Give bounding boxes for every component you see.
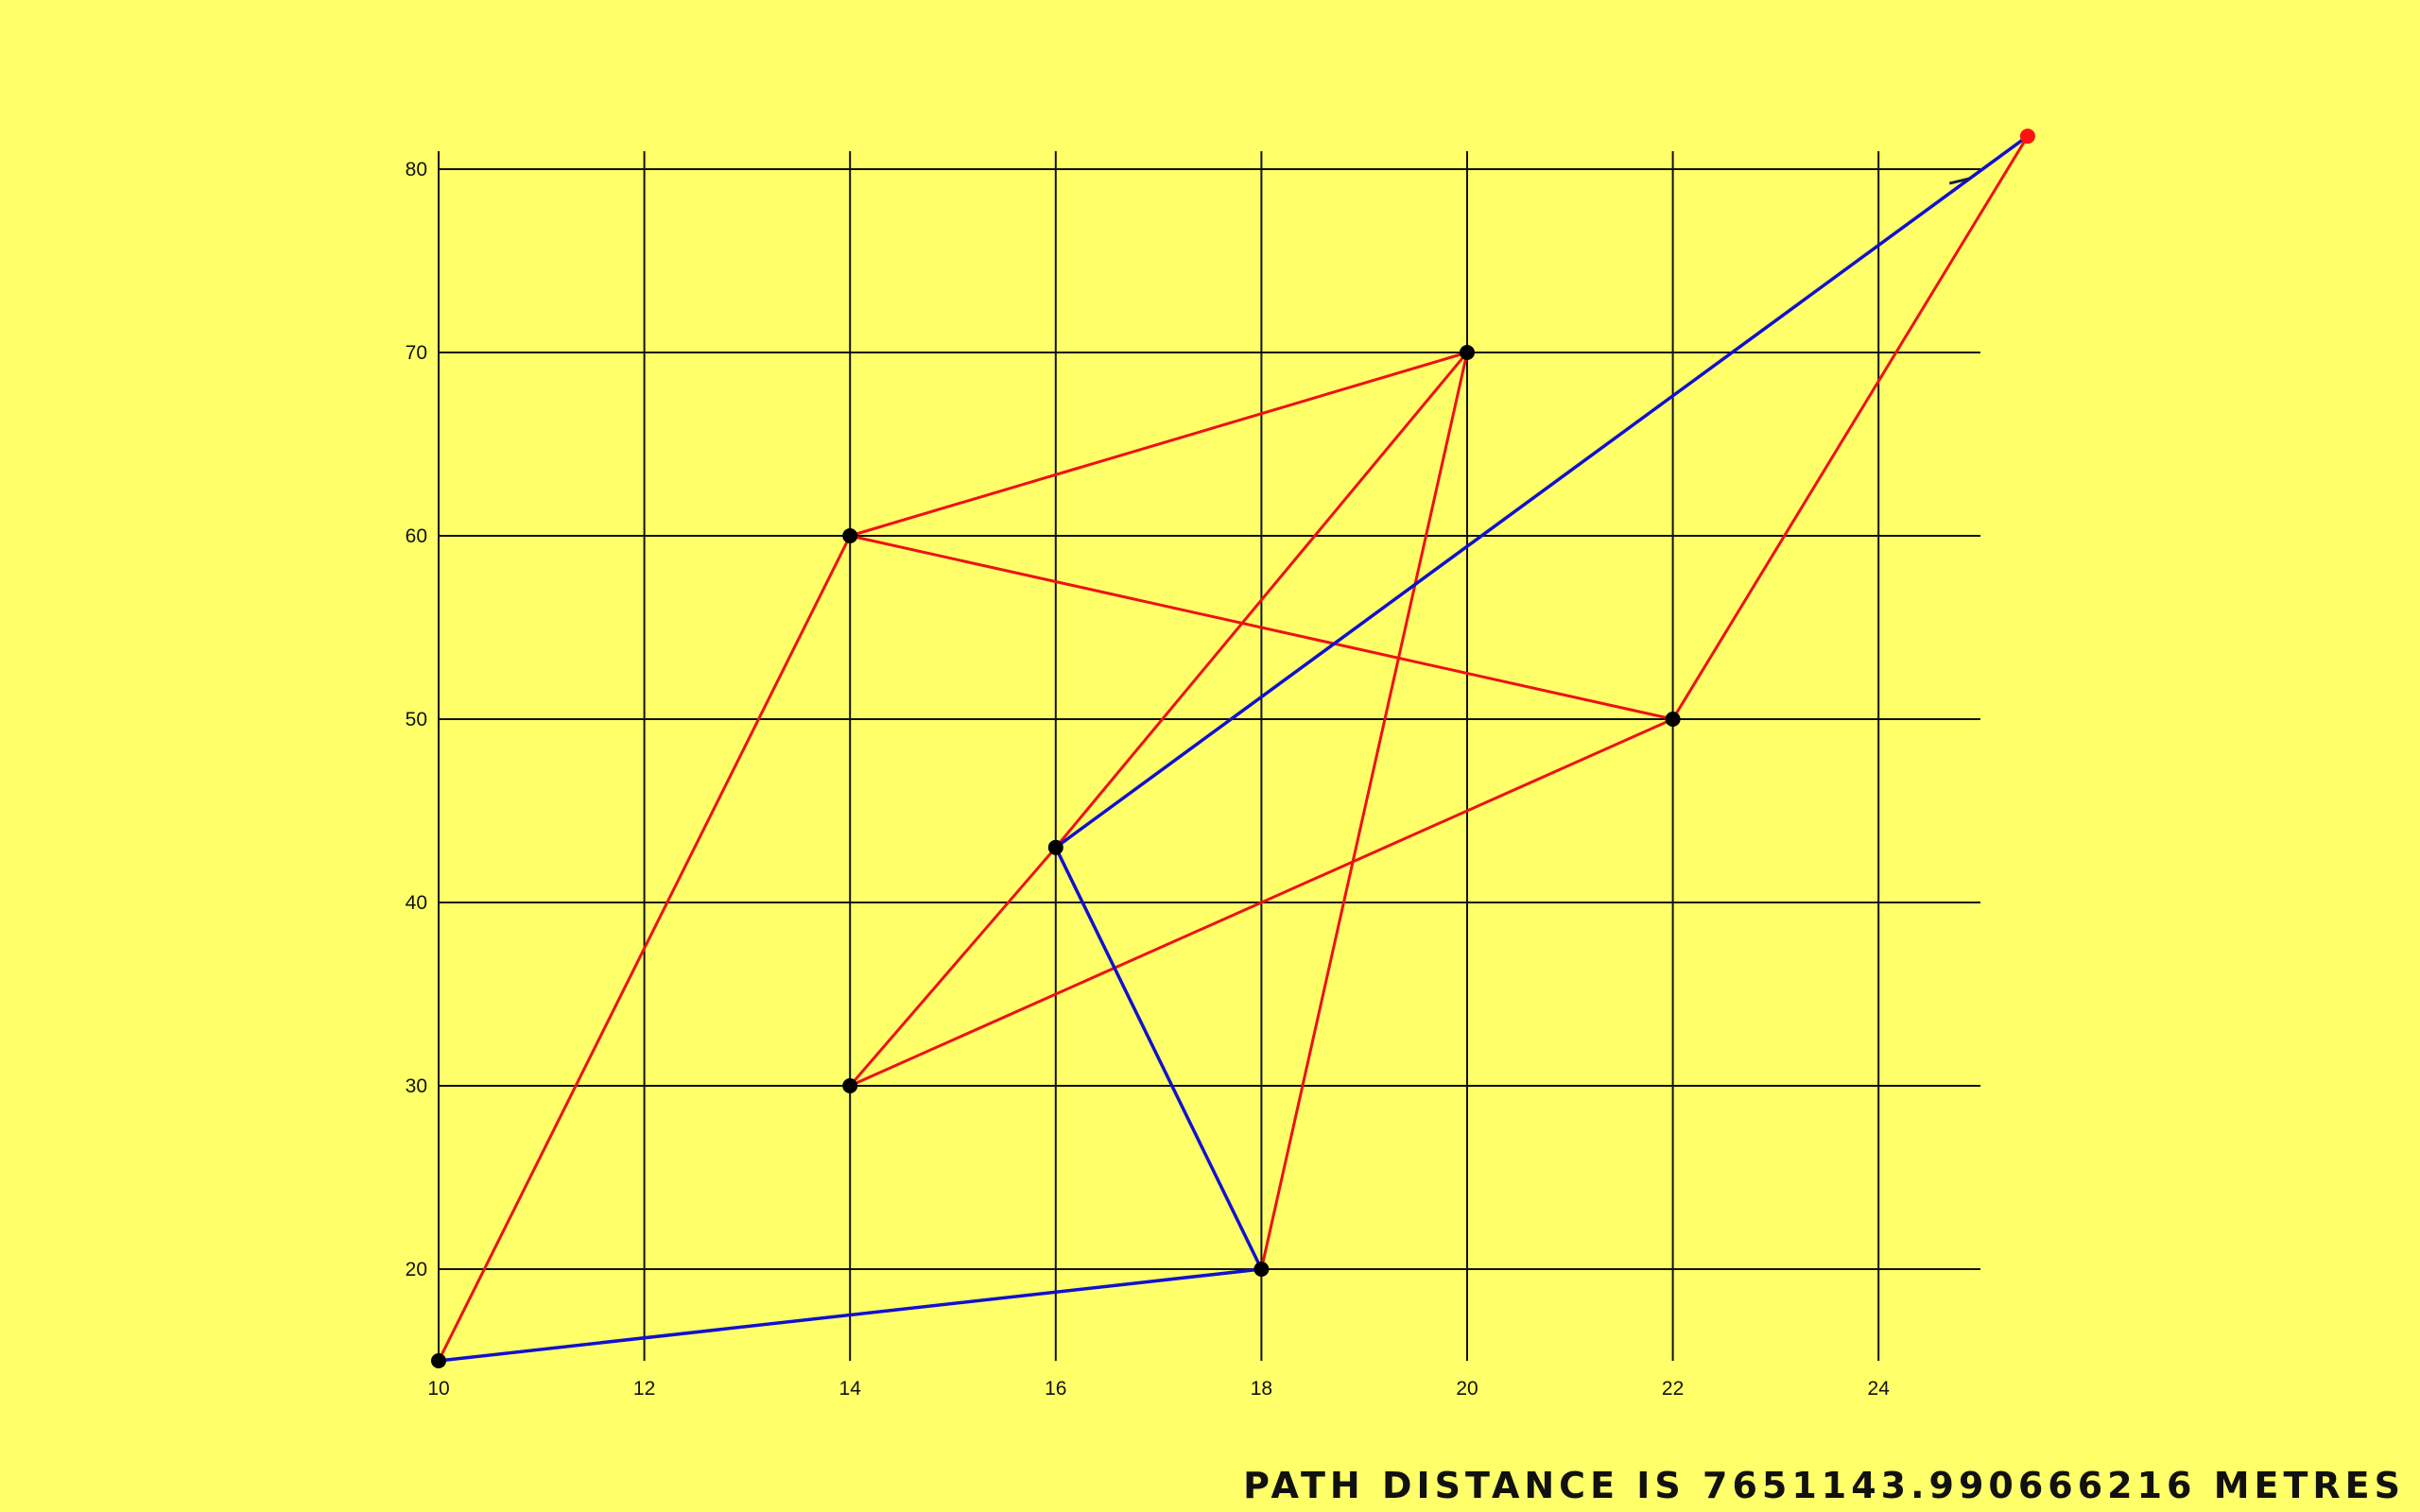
path-edge — [438, 1267, 1262, 1363]
graph-node — [431, 1353, 446, 1368]
x-tick-label: 12 — [633, 1378, 655, 1400]
graph-edges — [437, 135, 2030, 1362]
graph-node — [1253, 1262, 1270, 1277]
graph-edge — [849, 846, 1057, 1087]
graph-edge — [849, 534, 1673, 721]
y-tick-label: 60 — [406, 525, 427, 547]
x-tick-label: 24 — [1868, 1378, 1891, 1400]
y-tick-label: 20 — [406, 1259, 427, 1280]
graph-edge — [1259, 352, 1469, 1270]
x-tick-label: 16 — [1045, 1378, 1066, 1400]
graph-nodes — [431, 129, 2035, 1368]
y-tick-label: 50 — [406, 709, 427, 730]
y-tick-label: 40 — [406, 892, 427, 914]
graph-edge — [849, 717, 1674, 1088]
graph-node — [1665, 712, 1681, 727]
graph-edge — [437, 535, 852, 1362]
caption-value: 7651143.990666216 — [1703, 1465, 2197, 1506]
x-tick-label: 20 — [1456, 1378, 1478, 1400]
caption-prefix: Path distance is — [1243, 1465, 1685, 1506]
graph-node — [842, 1078, 858, 1093]
graph-edge — [1054, 352, 1469, 849]
graph-node — [1460, 345, 1475, 360]
x-tick-label: 10 — [427, 1378, 449, 1400]
caption-unit: metres — [2213, 1465, 2405, 1506]
path-edge — [1054, 847, 1263, 1270]
graph-edge — [849, 351, 1468, 538]
graph-node — [842, 528, 858, 543]
path-edge — [1054, 134, 2029, 850]
shortest-path — [438, 134, 2029, 1363]
graph-edge — [1671, 135, 2030, 720]
grid — [438, 151, 1980, 1361]
path-distance-caption: Path distance is 7651143.990666216 metre… — [1243, 1465, 2405, 1506]
target-node — [2019, 129, 2035, 145]
x-tick-label: 14 — [839, 1378, 862, 1400]
x-tick-label: 22 — [1662, 1378, 1684, 1400]
graph-node — [1047, 839, 1063, 855]
y-tick-label: 70 — [406, 342, 427, 364]
x-tick-label: 18 — [1251, 1378, 1272, 1400]
y-tick-label: 30 — [406, 1075, 427, 1097]
path-direction-arrow — [1948, 177, 1970, 185]
y-tick-label: 80 — [406, 159, 427, 180]
axis-ticks: 10 12 14 16 18 20 22 24 20 30 40 50 60 70 80 — [406, 159, 1891, 1400]
